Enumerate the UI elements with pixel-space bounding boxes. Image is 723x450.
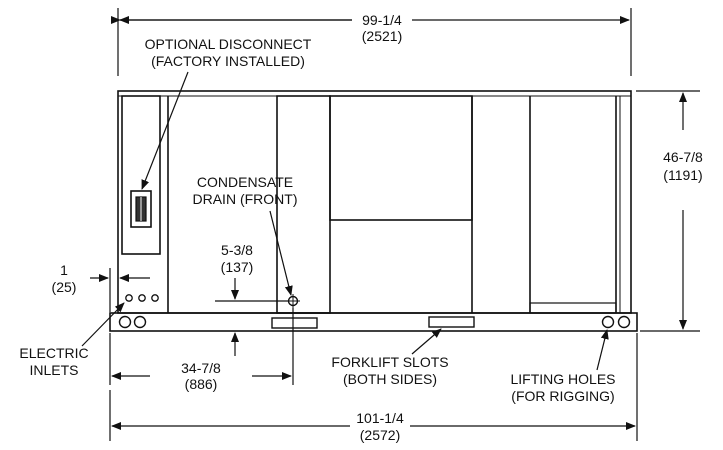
dim-drain-location [109,308,294,385]
callout-lifting-line2: (FOR RIGGING) [511,388,614,404]
coil-base-strip [529,302,617,314]
forklift-slot-left [271,317,318,329]
callout-disconnect-line1: OPTIONAL DISCONNECT [145,36,312,52]
callout-forklift-line2: (BOTH SIDES) [343,371,437,387]
lifting-hole-right-2 [617,315,631,329]
lifting-hole-left-2 [133,315,147,329]
leader-lifting [596,329,609,371]
dim-overall-base [109,333,638,441]
electric-inlet-holes [125,294,159,302]
dim-drainloc-imperial: 34-7/8 [181,360,221,376]
lifting-hole-left-1 [118,315,132,329]
callout-electric-line2: INLETS [29,362,78,378]
leader-electric [81,302,125,347]
dim-drain-metric: (137) [221,259,254,275]
dim-top-imperial: 99-1/4 [362,12,402,28]
upper-panel [329,95,473,221]
dim-drain-height [215,278,289,356]
callout-condensate-line1: CONDENSATE [197,174,293,190]
lifting-hole-right-1 [601,315,615,329]
dim-base-imperial: 101-1/4 [356,410,404,426]
dim-offset-imperial: 1 [60,262,68,278]
callout-condensate-line2: DRAIN (FRONT) [193,191,298,207]
leader-forklift [411,328,442,355]
dim-top-metric: (2521) [362,28,402,44]
dim-height [636,90,700,332]
control-panel [121,95,161,255]
forklift-slot-right [428,316,475,328]
callout-electric-line1: ELECTRIC [19,345,88,361]
dim-height-imperial: 46-7/8 [663,149,703,165]
disconnect-switch [130,190,152,228]
dim-height-metric: (1191) [663,167,702,183]
dim-drain-imperial: 5-3/8 [221,242,253,258]
callout-lifting-line1: LIFTING HOLES [510,371,615,387]
callout-disconnect-line2: (FACTORY INSTALLED) [151,53,305,69]
dim-overall-top [111,8,632,76]
dim-left-offset [90,268,150,312]
dim-offset-metric: (25) [52,279,77,295]
base-rail-outline [109,312,638,332]
leader-disconnect [141,71,189,190]
dim-base-metric: (2572) [360,427,400,443]
base-rail [109,312,638,332]
callout-forklift-line1: FORKLIFT SLOTS [331,354,448,370]
leader-condensate [269,210,293,296]
dim-drainloc-metric: (886) [185,376,218,392]
